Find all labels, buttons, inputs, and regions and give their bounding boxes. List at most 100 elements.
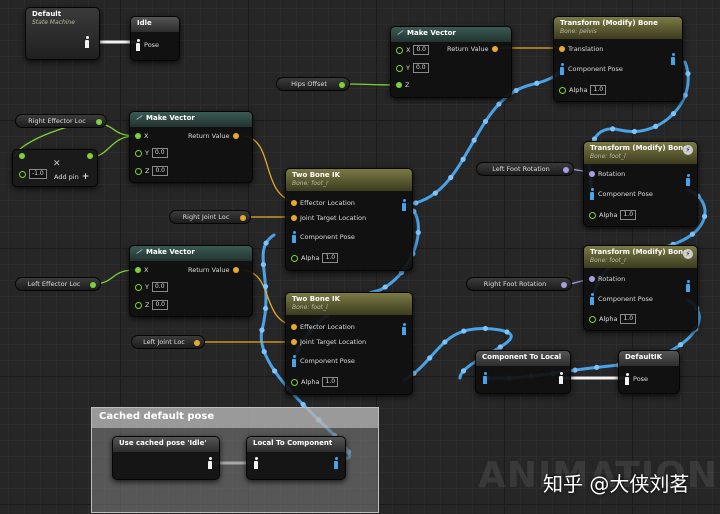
pose-output-icon[interactable] bbox=[207, 457, 213, 469]
translation-pin[interactable]: Translation bbox=[559, 45, 603, 53]
variable-output-pin[interactable] bbox=[194, 339, 200, 346]
y-value-field[interactable]: 0.0 bbox=[151, 282, 168, 292]
component-pose-pin[interactable]: Component Pose bbox=[559, 63, 623, 75]
alpha-value-field[interactable]: 1.0 bbox=[590, 85, 607, 95]
left-joint-loc-variable[interactable]: Left Joint Loc bbox=[131, 335, 205, 349]
translation-label: Translation bbox=[568, 45, 604, 53]
component-pose-pin[interactable]: Component Pose bbox=[589, 293, 653, 305]
wire-flow-dot bbox=[460, 156, 466, 162]
pose-input-icon[interactable] bbox=[482, 372, 488, 384]
component-pose-pin[interactable]: Component Pose bbox=[589, 188, 653, 200]
x-pin[interactable]: X bbox=[135, 132, 148, 140]
z-value-field[interactable]: 0.0 bbox=[152, 166, 168, 176]
right-effector-loc-variable[interactable]: Right Effector Loc bbox=[15, 114, 107, 128]
float-pin-icon bbox=[396, 46, 403, 54]
wire-flow-dot bbox=[415, 229, 421, 236]
default-ik-pose-pin[interactable]: Pose bbox=[624, 373, 648, 385]
transform-pelvis-subtitle: Bone: pelvis bbox=[560, 28, 597, 35]
return-value-pin[interactable]: Return Value bbox=[447, 45, 498, 53]
use-cached-pose-node[interactable]: Use cached pose 'Idle' bbox=[112, 436, 220, 480]
float-pin-icon bbox=[589, 211, 596, 219]
alpha-value-field[interactable]: 1.0 bbox=[322, 253, 339, 263]
variable-output-pin[interactable] bbox=[96, 118, 102, 125]
alpha-value-field[interactable]: 1.0 bbox=[322, 377, 339, 387]
hips-offset-variable[interactable]: Hips Offset bbox=[276, 77, 350, 91]
add-float-node[interactable]: -1.0 Add pin+ ✕ bbox=[12, 149, 98, 187]
pose-output-icon[interactable] bbox=[333, 457, 339, 469]
add-input-pin-a[interactable] bbox=[19, 153, 25, 159]
idle-pose-pin[interactable]: Pose bbox=[135, 39, 159, 51]
default-ik-title: DefaultIK bbox=[619, 351, 679, 366]
left-foot-rotation-variable[interactable]: Left Foot Rotation bbox=[476, 162, 574, 176]
y-value-field[interactable]: 0.0 bbox=[151, 148, 168, 158]
add-value-field[interactable]: -1.0 bbox=[29, 169, 47, 179]
joint-target-location-pin[interactable]: Joint Target Location bbox=[291, 214, 366, 222]
state-machine-node[interactable]: Default State Machine bbox=[25, 7, 100, 60]
pose-output-icon[interactable] bbox=[685, 280, 691, 292]
x-value-field[interactable]: 0.0 bbox=[413, 45, 429, 55]
idle-node[interactable]: Idle Pose bbox=[130, 16, 180, 61]
rotation-pin[interactable]: Rotation bbox=[589, 275, 625, 283]
alpha-value-field[interactable]: 1.0 bbox=[620, 210, 637, 220]
default-ik-node[interactable]: DefaultIK Pose bbox=[618, 350, 680, 394]
pose-output-icon[interactable] bbox=[685, 174, 691, 186]
vector-pin-icon bbox=[232, 267, 239, 273]
variable-output-pin[interactable] bbox=[561, 281, 567, 288]
z-pin[interactable]: Z bbox=[396, 81, 409, 89]
pose-output-icon[interactable] bbox=[401, 323, 407, 335]
effector-location-pin[interactable]: Effector Location bbox=[291, 323, 355, 331]
add-output-pin[interactable] bbox=[87, 153, 93, 159]
add-input-pin-b[interactable]: -1.0 bbox=[19, 169, 47, 179]
component-pose-pin[interactable]: Component Pose bbox=[291, 355, 355, 367]
alpha-value-field[interactable]: 1.0 bbox=[620, 314, 637, 324]
pose-output-icon[interactable] bbox=[84, 36, 90, 48]
variable-label: Left Foot Rotation bbox=[492, 165, 550, 173]
return-value-pin[interactable]: Return Value bbox=[188, 132, 239, 140]
component-to-local-node[interactable]: Component To Local bbox=[475, 350, 571, 394]
pose-output-icon[interactable] bbox=[401, 199, 407, 211]
effector-location-pin[interactable]: Effector Location bbox=[291, 199, 355, 207]
variable-output-pin[interactable] bbox=[240, 214, 246, 221]
joint-target-location-pin[interactable]: Joint Target Location bbox=[291, 338, 366, 346]
alpha-label: Alpha bbox=[599, 315, 618, 323]
pose-input-icon[interactable] bbox=[253, 457, 259, 469]
state-machine-title: Default bbox=[32, 10, 62, 18]
variable-output-pin[interactable] bbox=[563, 166, 569, 173]
component-pose-pin[interactable]: Component Pose bbox=[291, 231, 355, 243]
vector-pin-icon bbox=[559, 46, 565, 52]
right-foot-rotation-variable[interactable]: Right Foot Rotation bbox=[466, 277, 572, 291]
right-joint-loc-variable[interactable]: Right Joint Loc bbox=[169, 210, 251, 224]
local-to-component-node[interactable]: Local To Component bbox=[246, 436, 346, 480]
x-pin[interactable]: X bbox=[135, 266, 148, 274]
left-effector-loc-variable[interactable]: Left Effector Loc bbox=[15, 277, 101, 291]
z-value-field[interactable]: 0.0 bbox=[152, 300, 168, 310]
rotation-pin[interactable]: Rotation bbox=[589, 170, 625, 178]
return-value-pin[interactable]: Return Value bbox=[188, 266, 239, 274]
variable-output-pin[interactable] bbox=[90, 281, 96, 288]
y-value-field[interactable]: 0.0 bbox=[412, 63, 429, 73]
pose-output-icon[interactable] bbox=[558, 372, 564, 384]
variable-output-pin[interactable] bbox=[339, 81, 345, 88]
pose-output-icon[interactable] bbox=[670, 53, 676, 65]
add-pin-button[interactable]: Add pin+ bbox=[54, 172, 89, 182]
